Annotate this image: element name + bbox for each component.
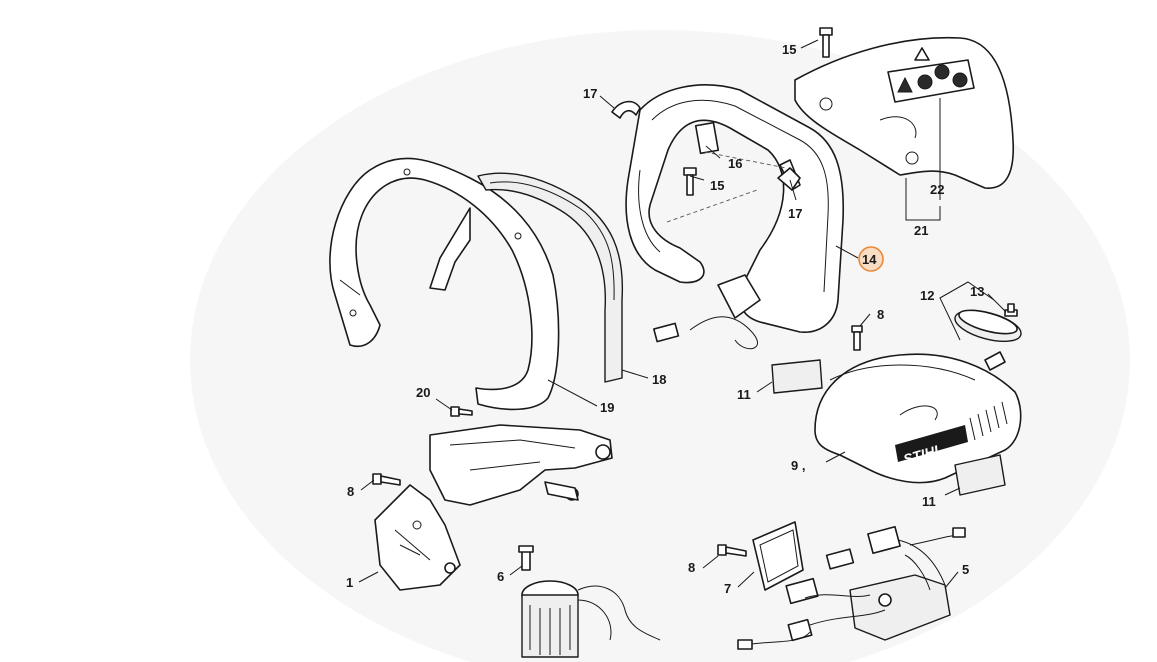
vent-slots <box>969 401 1008 441</box>
callout-22: 22 <box>930 182 944 197</box>
part-screw-top <box>819 27 833 58</box>
callout-11-upper: 11 <box>737 387 751 402</box>
part-screw-8-upper <box>851 325 863 351</box>
callout-8-upper: 8 <box>877 307 884 322</box>
part-switch-housing <box>374 484 461 591</box>
part-electronics-module <box>737 525 966 650</box>
callout-8-lower: 8 <box>688 560 695 575</box>
part-screw-mid <box>683 167 697 196</box>
callout-highlight-circle <box>858 246 884 272</box>
callout-16: 16 <box>728 156 742 171</box>
callout-15-mid: 15 <box>710 178 724 193</box>
callout-7: 7 <box>724 581 731 596</box>
callout-14: 14 <box>862 252 877 267</box>
part-front-handle-bow <box>329 157 560 411</box>
callout-17-left: 17 <box>583 86 597 101</box>
part-screw-13 <box>1004 303 1018 317</box>
part-handle-cover-strip <box>477 172 624 383</box>
callout-12: 12 <box>920 288 934 303</box>
part-motor <box>518 545 661 658</box>
part-screw-8-left <box>372 473 401 486</box>
part-main-bracket <box>429 424 613 506</box>
callout-19: 19 <box>600 400 614 415</box>
callout-18: 18 <box>652 372 666 387</box>
callout-6: 6 <box>497 569 504 584</box>
callout-17-right: 17 <box>788 206 802 221</box>
callout-20: 20 <box>416 385 430 400</box>
leader-lines <box>358 39 1007 589</box>
callout-9: 9 , <box>791 458 805 473</box>
part-foam-block-lower <box>954 454 1006 496</box>
part-top-cover <box>794 36 1015 189</box>
part-screw-8-lower <box>717 544 747 557</box>
part-spring-clip-left <box>611 100 641 119</box>
part-spring-clip-right <box>777 167 801 191</box>
callout-13: 13 <box>970 284 984 299</box>
callout-21: 21 <box>914 223 928 238</box>
callout-5: 5 <box>962 562 969 577</box>
part-gasket-plate <box>752 521 804 591</box>
callout-8-left: 8 <box>347 484 354 499</box>
callout-15-top: 15 <box>782 42 796 57</box>
part-motor-housing: STIHL <box>814 353 1022 484</box>
callout-1: 1 <box>346 575 353 590</box>
part-rear-handle-frame <box>625 84 845 350</box>
part-plug <box>984 351 1006 371</box>
part-foam-block-upper <box>771 359 823 394</box>
warning-label <box>887 47 975 103</box>
callout-11-lower: 11 <box>922 494 936 509</box>
part-screw-20 <box>450 406 473 417</box>
part-ring <box>954 309 1022 343</box>
